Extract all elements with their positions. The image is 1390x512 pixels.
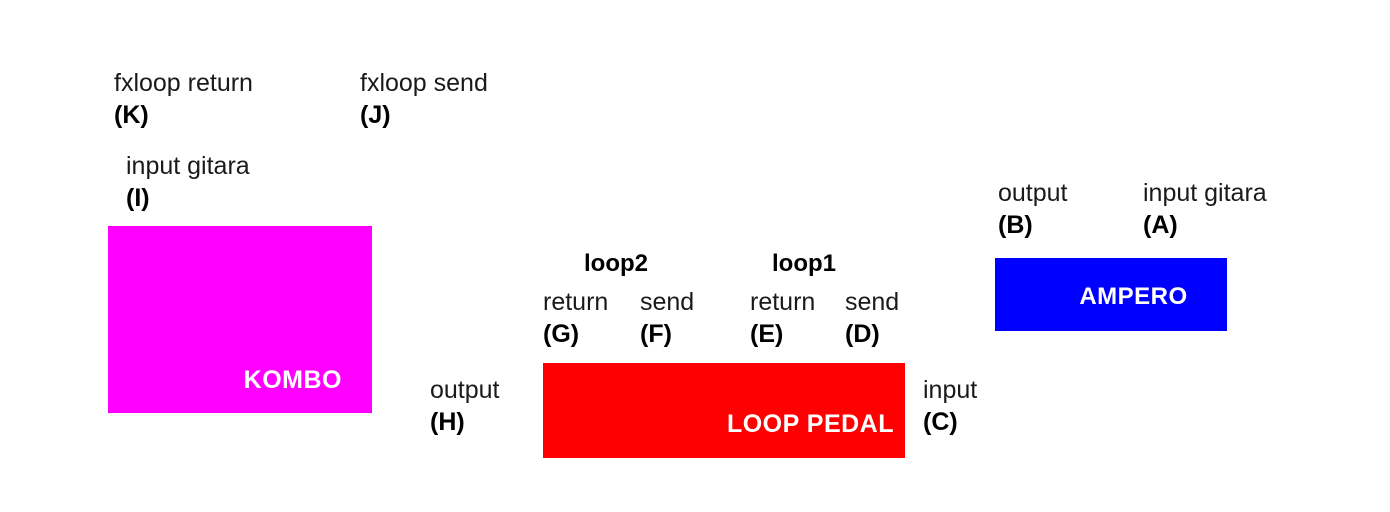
port-name-k: fxloop return bbox=[114, 69, 253, 97]
group-loop2-label: loop2 bbox=[584, 250, 648, 277]
port-label-b: output (B) bbox=[998, 179, 1068, 241]
port-label-c: input (C) bbox=[923, 376, 978, 438]
port-key-g: (G) bbox=[543, 319, 580, 348]
port-label-k: fxloop return (K) bbox=[114, 69, 253, 131]
port-key-a: (A) bbox=[1143, 210, 1178, 239]
group-loop1-label: loop1 bbox=[772, 250, 836, 277]
port-label-f: send (F) bbox=[640, 288, 695, 350]
port-key-f: (F) bbox=[640, 319, 672, 348]
port-name-b: output bbox=[998, 179, 1068, 207]
port-label-g: return (G) bbox=[543, 288, 609, 350]
group-heading-loop1: loop1 bbox=[772, 250, 836, 278]
port-name-i: input gitara bbox=[126, 152, 250, 180]
port-name-f: send bbox=[640, 288, 695, 316]
port-label-j: fxloop send (J) bbox=[360, 69, 488, 131]
port-key-h: (H) bbox=[430, 407, 465, 436]
port-name-g: return bbox=[543, 288, 609, 316]
device-kombo[interactable]: KOMBO bbox=[108, 226, 372, 413]
port-key-j: (J) bbox=[360, 100, 391, 129]
port-key-e: (E) bbox=[750, 319, 784, 348]
port-name-h: output bbox=[430, 376, 500, 404]
port-name-c: input bbox=[923, 376, 978, 404]
port-label-i: input gitara (I) bbox=[126, 152, 250, 214]
port-name-j: fxloop send bbox=[360, 69, 488, 97]
device-loop-pedal-label: LOOP PEDAL bbox=[726, 410, 894, 438]
port-label-d: send (D) bbox=[845, 288, 900, 350]
port-name-d: send bbox=[845, 288, 900, 316]
port-name-a: input gitara bbox=[1143, 179, 1267, 207]
port-key-d: (D) bbox=[845, 319, 880, 348]
port-label-e: return (E) bbox=[750, 288, 816, 350]
group-heading-loop2: loop2 bbox=[584, 250, 648, 278]
port-key-c: (C) bbox=[923, 407, 958, 436]
port-name-e: return bbox=[750, 288, 816, 316]
port-label-h: output (H) bbox=[430, 376, 500, 438]
port-key-i: (I) bbox=[126, 183, 150, 212]
device-kombo-label: KOMBO bbox=[243, 366, 342, 394]
device-ampero[interactable]: AMPERO bbox=[995, 258, 1227, 331]
device-ampero-label: AMPERO bbox=[1079, 282, 1188, 310]
port-key-b: (B) bbox=[998, 210, 1033, 239]
port-label-a: input gitara (A) bbox=[1143, 179, 1267, 241]
device-loop-pedal[interactable]: LOOP PEDAL bbox=[543, 363, 905, 458]
port-key-k: (K) bbox=[114, 100, 149, 129]
